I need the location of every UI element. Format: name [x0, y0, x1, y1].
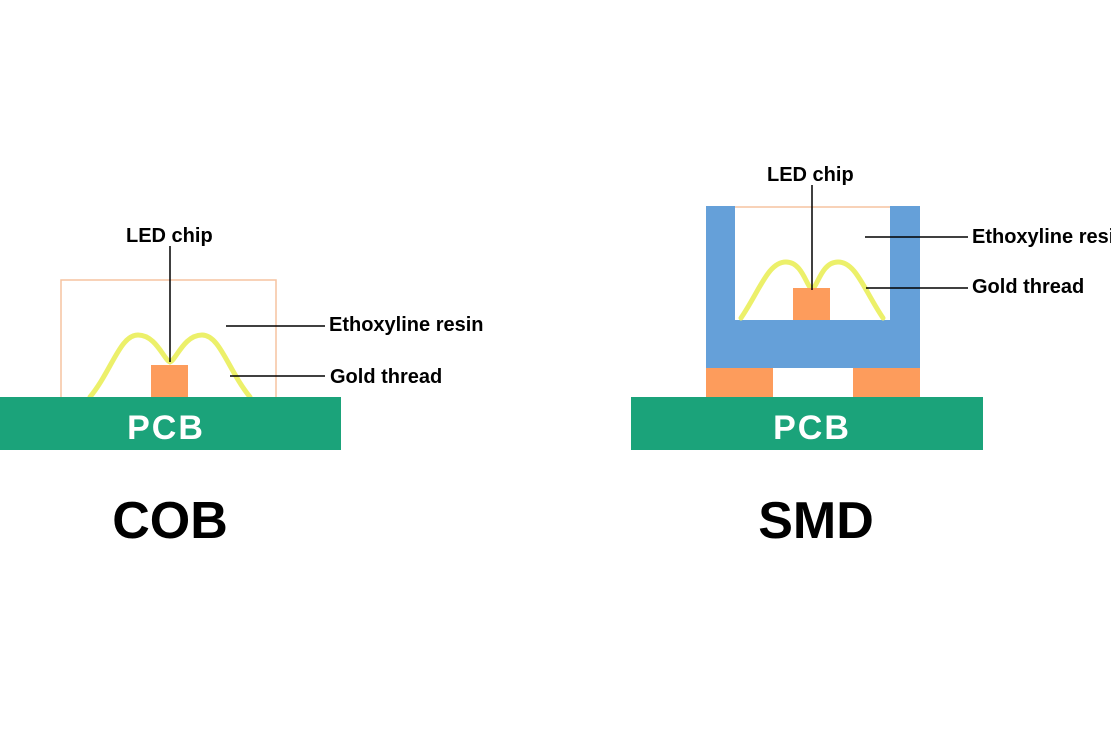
cob-diagram: PCB LED chip Ethoxyline resin Gold threa… [0, 225, 484, 550]
smd-housing [706, 206, 920, 368]
cob-led-chip [151, 365, 188, 398]
smd-pcb [631, 397, 983, 450]
smd-gold-thread-label: Gold thread [972, 276, 1084, 298]
smd-pad-right [853, 368, 920, 397]
smd-pad-left [706, 368, 773, 397]
smd-resin-label: Ethoxyline resin [972, 226, 1111, 248]
cob-gold-thread-label: Gold thread [330, 366, 442, 388]
smd-led-chip [793, 288, 830, 320]
smd-title: SMD [758, 492, 874, 550]
smd-pcb-label: PCB [773, 409, 851, 447]
smd-led-chip-label: LED chip [767, 164, 854, 186]
cob-pcb [0, 397, 341, 450]
smd-diagram: PCB LED chip Ethoxyline resin Gold threa… [631, 164, 1111, 550]
cob-title: COB [112, 492, 228, 550]
cob-pcb-label: PCB [127, 409, 205, 447]
cob-resin-label: Ethoxyline resin [329, 314, 484, 336]
cob-led-chip-label: LED chip [126, 225, 213, 247]
